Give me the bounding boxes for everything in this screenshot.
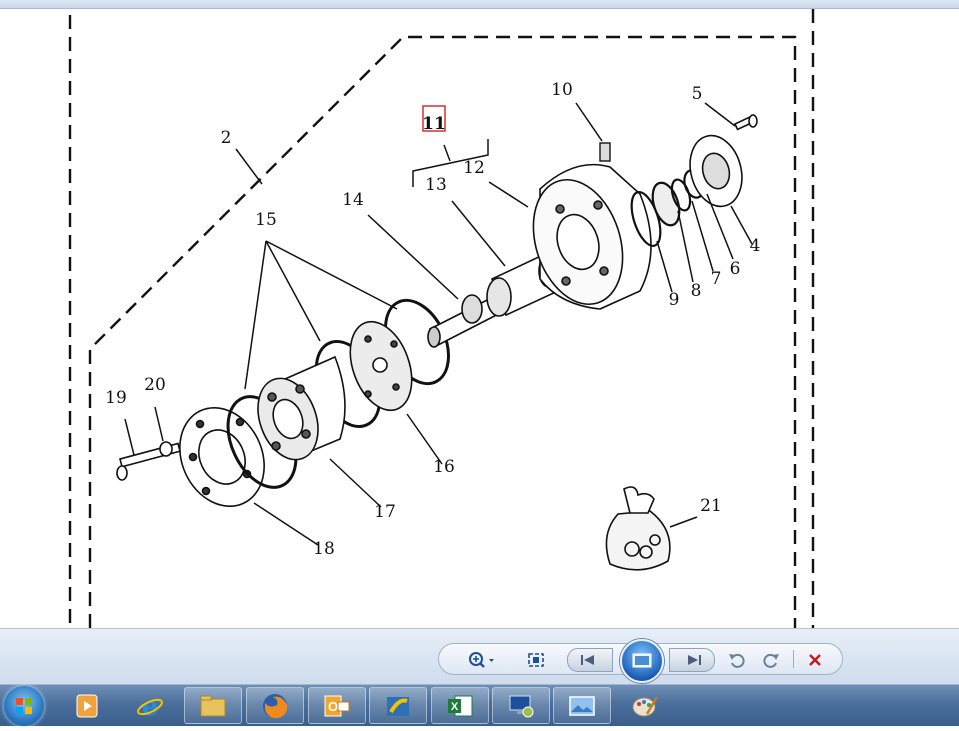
callout-2: 2 — [221, 128, 232, 148]
parts-bag-21 — [605, 486, 671, 571]
firefox-icon[interactable] — [246, 687, 304, 724]
valve-plate-16 — [349, 320, 413, 412]
toolbar-separator — [793, 650, 794, 668]
callout-4: 4 — [750, 236, 761, 256]
start-orb-icon[interactable] — [4, 686, 44, 726]
housing-12 — [532, 163, 652, 310]
next-icon[interactable] — [669, 648, 715, 672]
photo-viewer-icon[interactable] — [553, 687, 611, 724]
callout-9: 9 — [669, 290, 680, 310]
previous-icon[interactable] — [567, 648, 613, 672]
viewer-toolbar — [0, 628, 959, 685]
svg-text:O: O — [328, 699, 338, 714]
remote-desktop-icon[interactable] — [492, 687, 550, 724]
callout-13: 13 — [425, 175, 447, 195]
callout-17: 17 — [374, 502, 396, 522]
callout-10: 10 — [551, 80, 573, 100]
callout-18: 18 — [313, 539, 335, 559]
leader-lines — [124, 102, 753, 546]
slideshow-icon[interactable] — [620, 639, 664, 683]
callout-12: 12 — [463, 158, 485, 178]
internet-explorer-icon[interactable]: e — [121, 687, 179, 724]
callout-11: 11 — [422, 114, 446, 134]
svg-text:e: e — [142, 692, 159, 721]
excel-icon[interactable]: X — [431, 687, 489, 724]
file-explorer-icon[interactable] — [184, 687, 242, 724]
callout-8: 8 — [691, 281, 702, 301]
callout-6: 6 — [730, 259, 741, 279]
title-bar-strip — [0, 0, 959, 9]
folder-app-icon[interactable] — [369, 687, 427, 724]
callout-19: 19 — [105, 388, 127, 408]
gerotor-set-17 — [257, 355, 346, 461]
svg-text:X: X — [451, 701, 459, 713]
dashed-frame — [68, 9, 815, 628]
callout-15: 15 — [255, 210, 277, 230]
callout-14: 14 — [342, 190, 364, 210]
callout-20: 20 — [144, 375, 166, 395]
outlook-icon[interactable]: O — [308, 687, 366, 724]
zoom-icon[interactable] — [465, 650, 499, 670]
toolbar-pill — [438, 639, 843, 683]
highlight-box-11 — [422, 105, 446, 132]
windows-taskbar: e O X — [0, 684, 959, 726]
bolt-19 — [116, 441, 182, 481]
callout-5: 5 — [692, 84, 703, 104]
front-flange-4 — [689, 134, 743, 208]
delete-icon[interactable] — [805, 650, 825, 670]
callout-7: 7 — [711, 269, 722, 289]
callout-16: 16 — [433, 457, 455, 477]
callout-21: 21 — [700, 496, 722, 516]
rotate-counterclockwise-icon[interactable] — [727, 650, 747, 670]
seal-stack-6-9 — [630, 169, 705, 247]
screw-5 — [733, 114, 758, 131]
rotate-clockwise-icon[interactable] — [761, 650, 781, 670]
actual-size-icon[interactable] — [525, 650, 547, 670]
paint-icon[interactable] — [616, 687, 674, 724]
plug-10 — [599, 142, 611, 162]
media-player-icon[interactable] — [58, 687, 116, 724]
end-cover-18 — [179, 406, 265, 508]
